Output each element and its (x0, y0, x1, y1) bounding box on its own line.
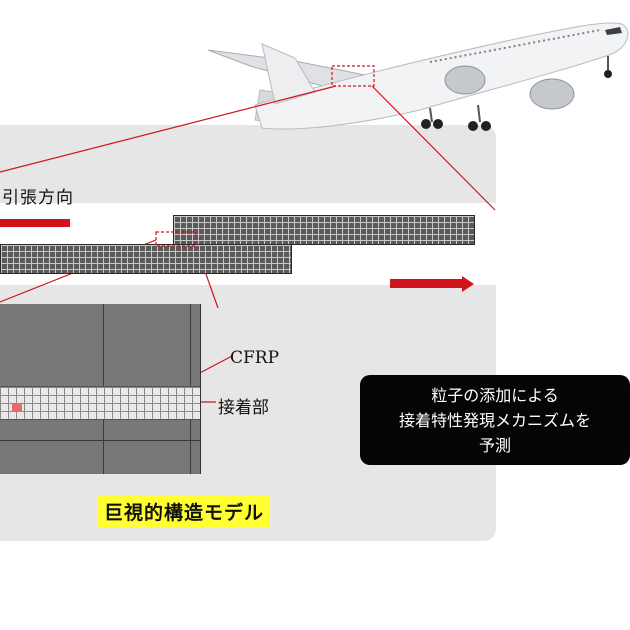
cfrp-label: CFRP (230, 348, 280, 368)
macro-model-title: 巨視的構造モデル (98, 496, 271, 527)
lower-adherend-mesh (0, 244, 292, 274)
mechanism-callout: 粒子の添加による 接着特性発現メカニズムを 予測 (360, 375, 630, 465)
adhesive-layer (0, 386, 200, 420)
particle-marker (12, 404, 22, 412)
callout-line-1: 粒子の添加による (431, 386, 559, 405)
tension-direction-label: 引張方向 (2, 188, 74, 208)
tension-arrow-left (0, 219, 70, 227)
tension-arrowhead-right (462, 276, 474, 292)
callout-line-2: 接着特性発現メカニズムを (398, 411, 591, 430)
adhesive-label: 接着部 (218, 398, 269, 418)
tension-arrow-right (390, 279, 464, 288)
detail-divider (0, 440, 200, 441)
callout-line-3: 予測 (478, 436, 511, 455)
upper-adherend-mesh (173, 215, 475, 245)
